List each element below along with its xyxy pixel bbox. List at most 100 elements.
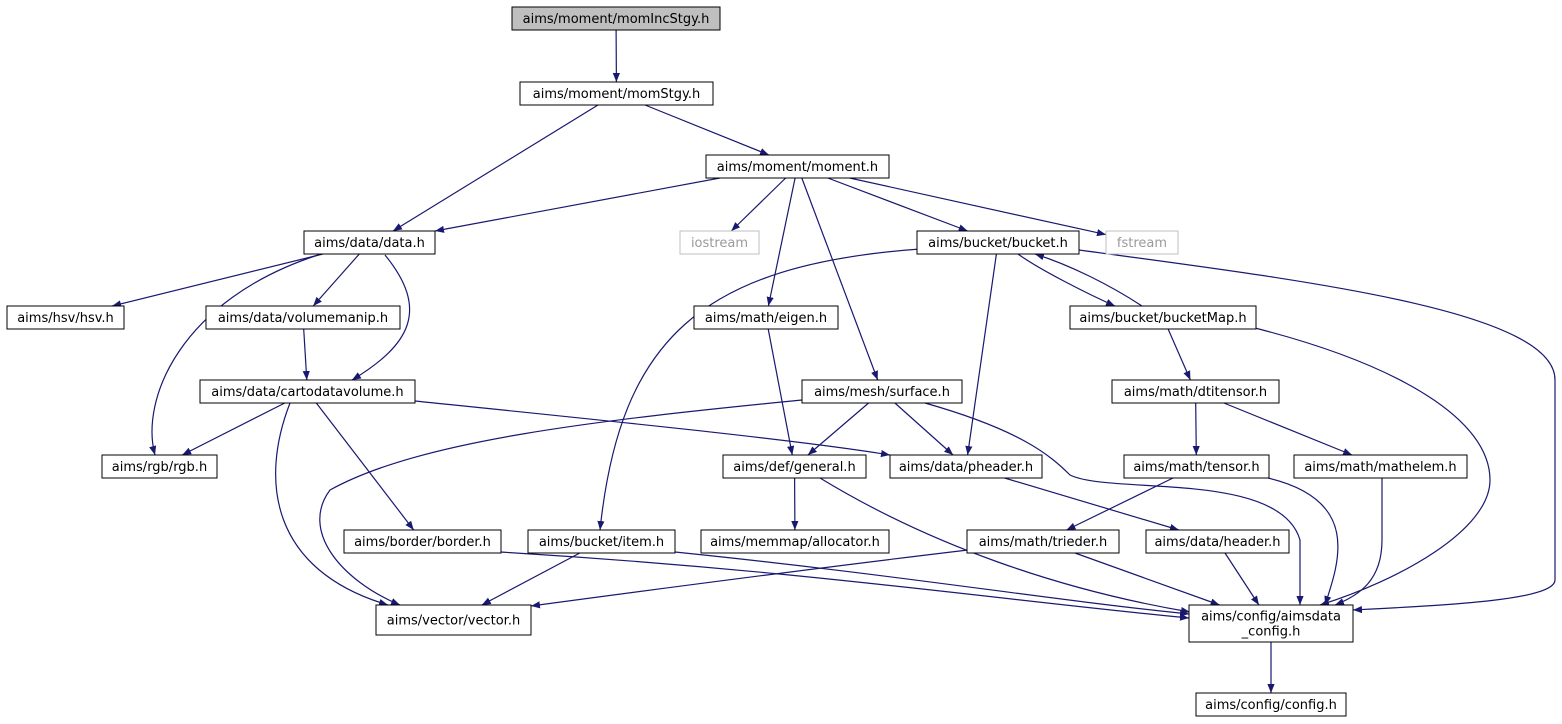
edge-surface-to-pheader <box>894 402 954 456</box>
node-label: aims/mesh/surface.h <box>814 385 950 400</box>
node-box <box>700 529 890 554</box>
node-surface[interactable]: aims/mesh/surface.h <box>801 379 963 404</box>
node-box <box>527 529 676 554</box>
node-box <box>1195 692 1347 717</box>
edge-mathelem-to-aimsdata_config <box>1334 478 1383 606</box>
edge-volumemanip-to-cartodatavolume <box>302 328 310 381</box>
node-mathelem[interactable]: aims/math/mathelem.h <box>1293 454 1468 479</box>
node-label: aims/moment/momStgy.h <box>533 87 700 102</box>
node-label: aims/bucket/bucketMap.h <box>1079 311 1246 326</box>
edge-eigen-to-general <box>767 328 795 456</box>
edges-layer <box>111 29 1556 693</box>
node-header[interactable]: aims/data/header.h <box>1145 529 1290 554</box>
node-box <box>1145 529 1290 554</box>
edge-tensor-to-aimsdata_config <box>1267 477 1339 606</box>
edge-bucketMap-to-aimsdata_config <box>1254 327 1491 606</box>
node-label: aims/hsv/hsv.h <box>17 311 114 326</box>
node-box <box>511 6 721 31</box>
node-moment[interactable]: aims/moment/moment.h <box>705 154 890 179</box>
edge-moment-to-bucket <box>827 177 968 232</box>
edge-dtitensor-to-tensor <box>1192 402 1200 456</box>
node-label: _config.h <box>1241 625 1301 640</box>
edge-cartodatavolume-to-rgb <box>181 402 286 456</box>
node-pheader[interactable]: aims/data/pheader.h <box>889 454 1043 479</box>
node-volumemanip[interactable]: aims/data/volumemanip.h <box>205 305 401 330</box>
node-box <box>303 230 436 255</box>
node-allocator[interactable]: aims/memmap/allocator.h <box>700 529 890 554</box>
node-label: aims/data/cartodatavolume.h <box>211 385 403 400</box>
node-box <box>679 230 760 255</box>
edge-general-to-aimsdata_config <box>819 477 1191 615</box>
node-config[interactable]: aims/config/config.h <box>1195 692 1347 717</box>
node-box <box>519 81 714 106</box>
node-box <box>199 379 416 404</box>
node-vector[interactable]: aims/vector/vector.h <box>375 604 532 636</box>
node-box <box>101 454 218 479</box>
node-box <box>1105 230 1179 255</box>
node-label: aims/border/border.h <box>354 535 491 550</box>
node-box <box>693 305 839 330</box>
edge-momStgy-to-moment <box>644 104 770 156</box>
edge-data-to-hsv <box>111 253 324 308</box>
edge-dtitensor-to-mathelem <box>1223 402 1353 456</box>
node-label: aims/math/mathelem.h <box>1304 460 1456 475</box>
node-label: aims/vector/vector.h <box>387 614 520 629</box>
node-cartodatavolume[interactable]: aims/data/cartodatavolume.h <box>199 379 416 404</box>
node-label: aims/moment/moment.h <box>717 160 878 175</box>
edge-moment-to-surface <box>801 177 879 381</box>
node-box <box>889 454 1043 479</box>
node-label: aims/config/aimsdata <box>1201 610 1341 625</box>
node-border[interactable]: aims/border/border.h <box>343 529 502 554</box>
edge-moment-to-iostream <box>730 177 787 232</box>
node-bucket[interactable]: aims/bucket/bucket.h <box>916 230 1080 255</box>
node-label: aims/def/general.h <box>733 460 855 475</box>
node-label: aims/moment/momIncStgy.h <box>523 12 710 27</box>
node-rgb[interactable]: aims/rgb/rgb.h <box>101 454 218 479</box>
edge-moment-to-data <box>434 177 721 233</box>
node-data[interactable]: aims/data/data.h <box>303 230 436 255</box>
node-box <box>1293 454 1468 479</box>
node-tensor[interactable]: aims/math/tensor.h <box>1123 454 1270 479</box>
edge-item-to-vector <box>481 552 581 606</box>
edge-data-to-volumemanip <box>312 253 360 307</box>
node-momStgy[interactable]: aims/moment/momStgy.h <box>519 81 714 106</box>
edge-trieder-to-vector <box>530 549 969 609</box>
node-box <box>1123 454 1270 479</box>
node-item[interactable]: aims/bucket/item.h <box>527 529 676 554</box>
node-iostream: iostream <box>679 230 760 255</box>
node-label: aims/math/dtitensor.h <box>1124 385 1267 400</box>
node-box <box>705 154 890 179</box>
node-label: aims/data/volumemanip.h <box>218 311 388 326</box>
node-label: aims/data/pheader.h <box>899 460 1033 475</box>
edge-surface-to-vector <box>319 399 803 606</box>
node-momIncStgy[interactable]: aims/moment/momIncStgy.h <box>511 6 721 31</box>
node-dtitensor[interactable]: aims/math/dtitensor.h <box>1111 379 1280 404</box>
node-label: fstream <box>1117 236 1167 251</box>
node-trieder[interactable]: aims/math/trieder.h <box>966 529 1120 554</box>
node-box <box>1111 379 1280 404</box>
nodes-layer: aims/moment/momIncStgy.h aims/moment/momS… <box>6 6 1468 717</box>
edge-trieder-to-aimsdata_config <box>1074 552 1220 606</box>
node-general[interactable]: aims/def/general.h <box>722 454 867 479</box>
node-fstream: fstream <box>1105 230 1179 255</box>
edge-pheader-to-header <box>1004 477 1180 531</box>
node-eigen[interactable]: aims/math/eigen.h <box>693 305 839 330</box>
edge-bucketMap-to-dtitensor <box>1167 328 1191 381</box>
node-label: iostream <box>691 236 748 251</box>
node-label: aims/math/tensor.h <box>1133 460 1259 475</box>
node-hsv[interactable]: aims/hsv/hsv.h <box>6 305 125 330</box>
edge-bucket-to-item <box>597 248 921 531</box>
node-label: aims/bucket/item.h <box>539 535 664 550</box>
edge-surface-to-aimsdata_config <box>924 402 1304 605</box>
node-box <box>375 604 532 636</box>
node-label: aims/data/data.h <box>314 236 425 251</box>
node-box <box>1069 305 1257 330</box>
node-label: aims/math/trieder.h <box>979 535 1108 550</box>
node-aimsdata_config[interactable]: aims/config/aimsdata_config.h <box>1188 604 1354 643</box>
node-label: aims/data/header.h <box>1154 535 1280 550</box>
node-box <box>966 529 1120 554</box>
node-label: aims/rgb/rgb.h <box>112 460 207 475</box>
node-bucketMap[interactable]: aims/bucket/bucketMap.h <box>1069 305 1257 330</box>
edge-cartodatavolume-to-pheader <box>414 400 891 458</box>
